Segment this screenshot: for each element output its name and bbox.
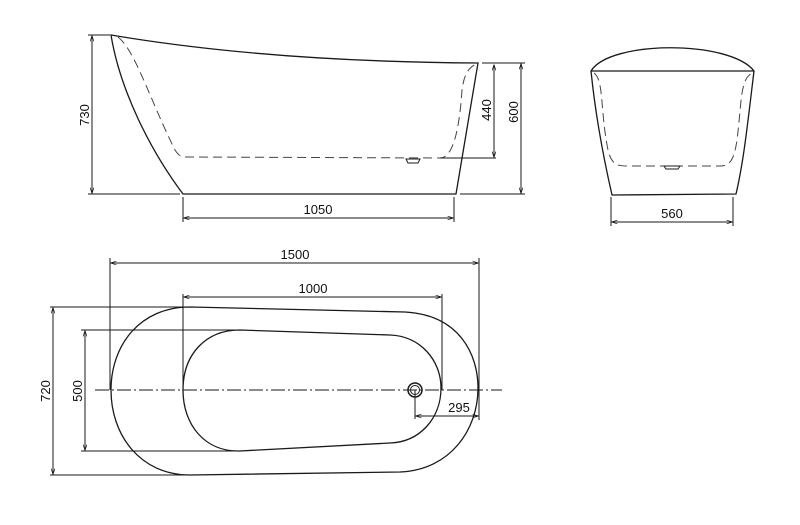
side-view-outer-shell: [110, 34, 479, 195]
end-view-outer-shell: [590, 47, 755, 196]
dim-base-width: 560: [661, 206, 683, 221]
end-view-drain: [663, 165, 681, 170]
dim-base-length: 1050: [304, 202, 333, 217]
dim-inner-depth: 440: [479, 99, 494, 121]
top-view-outer-rim: [110, 306, 479, 476]
top-view: 1500 1000 720 500 295: [38, 247, 502, 476]
dim-inner-width: 500: [70, 380, 85, 402]
side-view: 730 440 600 1050: [77, 34, 525, 222]
top-view-inner-basin: [182, 329, 442, 452]
dim-drain-offset: 295: [448, 400, 470, 415]
dim-inner-length: 1000: [299, 281, 328, 296]
dim-overall-height: 730: [77, 104, 92, 126]
dim-overall-length: 1500: [281, 247, 310, 262]
side-view-inner-basin: [117, 36, 477, 159]
end-view-inner-basin: [593, 72, 753, 167]
end-view: 560: [590, 47, 755, 226]
dim-rim-height: 600: [506, 101, 521, 123]
dim-overall-width: 720: [38, 380, 53, 402]
side-view-drain: [405, 158, 421, 164]
